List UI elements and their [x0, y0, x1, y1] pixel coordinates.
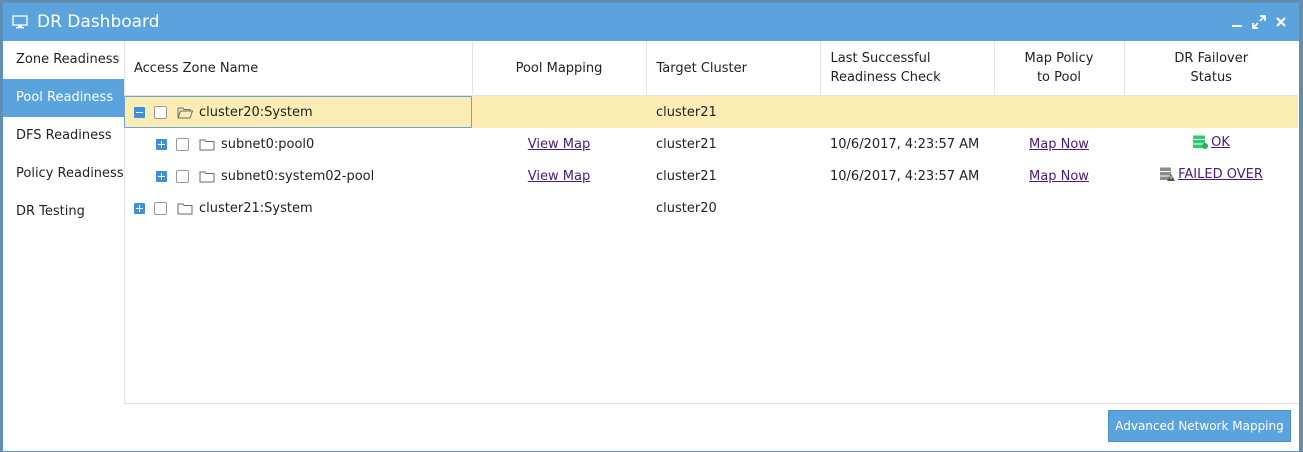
- last-check-cell: 10/6/2017, 4:23:57 AM: [830, 136, 980, 152]
- table-row[interactable]: cluster21:System cluster20: [124, 192, 1298, 224]
- name-cell: subnet0:system02-pool: [124, 160, 472, 192]
- column-header-failover-status[interactable]: DR Failover Status: [1124, 41, 1298, 96]
- status-failed-over[interactable]: FAILED OVER: [1159, 167, 1263, 182]
- expand-icon[interactable]: [156, 138, 167, 150]
- table-row[interactable]: cluster20:System cluster21: [124, 95, 1298, 128]
- pool-mapping-cell: View Map: [472, 128, 646, 160]
- column-header-target-cluster[interactable]: Target Cluster: [646, 41, 821, 96]
- view-map-link[interactable]: View Map: [527, 136, 591, 152]
- sidebar: Zone Readiness Pool Readiness DFS Readin…: [3, 41, 125, 451]
- server-warning-icon: [1160, 167, 1176, 182]
- column-header-access-zone[interactable]: Access Zone Name: [124, 41, 473, 96]
- zone-name: cluster21:System: [199, 200, 313, 216]
- row-checkbox[interactable]: [176, 169, 189, 183]
- collapse-icon[interactable]: [134, 106, 145, 118]
- sidebar-item-dr-testing[interactable]: DR Testing: [16, 204, 85, 219]
- map-policy-cell: [994, 192, 1124, 224]
- pool-mapping-cell: [472, 95, 646, 128]
- status-cell: [1124, 192, 1298, 224]
- status-link[interactable]: OK: [1211, 134, 1230, 150]
- header-line: to Pool: [1036, 70, 1082, 85]
- column-header-last-check[interactable]: Last Successful Readiness Check: [820, 41, 995, 96]
- view-map-link[interactable]: View Map: [527, 168, 591, 184]
- map-policy-cell: [994, 95, 1124, 128]
- status-ok[interactable]: OK: [1192, 135, 1230, 150]
- header-line: DR Failover: [1174, 51, 1249, 66]
- row-checkbox[interactable]: [154, 201, 167, 215]
- expand-icon[interactable]: [134, 202, 145, 214]
- row-checkbox[interactable]: [154, 105, 167, 119]
- header-line: Map Policy: [1024, 51, 1094, 66]
- expand-icon[interactable]: [156, 170, 167, 182]
- target-cluster-cell: cluster21: [656, 136, 717, 152]
- folder-open-icon: [177, 107, 193, 118]
- header-line: Last Successful: [830, 51, 931, 66]
- window-title: DR Dashboard: [37, 12, 160, 32]
- map-now-link[interactable]: Map Now: [1029, 136, 1089, 152]
- target-cluster-cell: cluster21: [656, 168, 717, 184]
- footer-bar: Advanced Network Mapping: [124, 403, 1299, 451]
- sidebar-item-dfs-readiness[interactable]: DFS Readiness: [16, 128, 112, 143]
- sidebar-item-zone-readiness[interactable]: Zone Readiness: [16, 52, 120, 67]
- header-line: Status: [1190, 70, 1232, 85]
- advanced-network-mapping-button[interactable]: Advanced Network Mapping: [1108, 410, 1291, 442]
- last-check-cell: [820, 95, 994, 128]
- status-cell: FAILED OVER: [1124, 160, 1298, 192]
- table-row[interactable]: subnet0:pool0 View Map cluster21 10/6/20…: [124, 128, 1298, 160]
- pool-mapping-cell: View Map: [472, 160, 646, 192]
- header-line: Readiness Check: [830, 70, 941, 85]
- target-cluster-cell: cluster20: [656, 200, 717, 216]
- column-header-map-policy[interactable]: Map Policy to Pool: [994, 41, 1125, 96]
- map-now-link[interactable]: Map Now: [1029, 168, 1089, 184]
- pool-name: subnet0:pool0: [221, 136, 315, 152]
- title-bar: DR Dashboard: [3, 3, 1299, 41]
- last-check-cell: [820, 192, 994, 224]
- column-header-pool-mapping[interactable]: Pool Mapping: [472, 41, 647, 96]
- row-checkbox[interactable]: [176, 137, 189, 151]
- zone-name: cluster20:System: [199, 104, 313, 120]
- pool-name: subnet0:system02-pool: [221, 168, 375, 184]
- folder-icon: [199, 171, 215, 182]
- readiness-table: Access Zone Name Pool Mapping Target Clu…: [124, 41, 1298, 224]
- status-cell: [1124, 95, 1298, 128]
- name-cell: cluster20:System: [124, 95, 472, 128]
- status-link[interactable]: FAILED OVER: [1178, 166, 1263, 182]
- close-icon[interactable]: [1273, 14, 1289, 30]
- window-controls: [1229, 14, 1289, 30]
- pool-mapping-cell: [472, 192, 646, 224]
- last-check-cell: 10/6/2017, 4:23:57 AM: [830, 168, 980, 184]
- target-cluster-cell: cluster21: [646, 95, 820, 128]
- folder-icon: [199, 139, 215, 150]
- map-policy-cell: Map Now: [994, 128, 1124, 160]
- server-ok-icon: [1193, 135, 1209, 150]
- name-cell: cluster21:System: [124, 192, 472, 224]
- table-row[interactable]: subnet0:system02-pool View Map cluster21…: [124, 160, 1298, 192]
- monitor-icon: [12, 15, 28, 29]
- map-policy-cell: Map Now: [994, 160, 1124, 192]
- maximize-icon[interactable]: [1251, 14, 1267, 30]
- main-content: Access Zone Name Pool Mapping Target Clu…: [124, 41, 1299, 451]
- minimize-icon[interactable]: [1229, 14, 1245, 30]
- sidebar-item-pool-readiness[interactable]: Pool Readiness: [3, 79, 124, 117]
- sidebar-item-policy-readiness[interactable]: Policy Readiness: [16, 166, 124, 181]
- status-cell: OK: [1124, 128, 1298, 160]
- name-cell: subnet0:pool0: [124, 128, 472, 160]
- folder-icon: [177, 203, 193, 214]
- table-header-row: Access Zone Name Pool Mapping Target Clu…: [124, 41, 1298, 96]
